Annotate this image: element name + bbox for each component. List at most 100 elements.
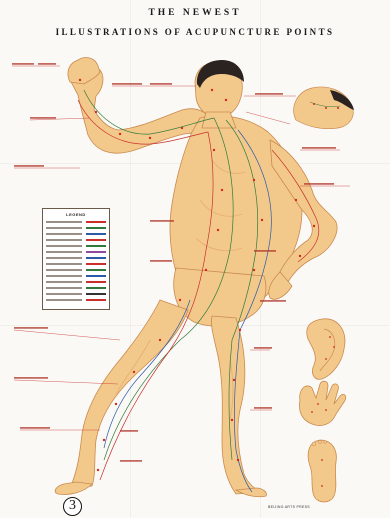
legend-row-label: [46, 269, 82, 271]
acupoint: [221, 189, 223, 191]
front-foot: [55, 482, 92, 495]
acupoint: [79, 79, 81, 81]
point-label: [254, 407, 272, 409]
legend-row: [46, 257, 108, 261]
legend-swatch: [86, 269, 106, 271]
acupoint: [95, 111, 97, 113]
point-label: [150, 83, 172, 85]
legend-swatch: [86, 227, 106, 229]
point-label: [30, 117, 56, 119]
point-label: [14, 327, 48, 329]
acupoint: [205, 269, 207, 271]
acupoint: [181, 127, 183, 129]
acupoint: [231, 419, 233, 421]
legend-row: [46, 227, 108, 231]
legend-row: [46, 293, 108, 297]
legend-row: [46, 239, 108, 243]
inset-head: [294, 87, 354, 129]
legend-swatch: [86, 233, 106, 235]
legend-row: [46, 233, 108, 237]
acupoint: [159, 339, 161, 341]
legend-row-label: [46, 263, 82, 265]
acupoint: [239, 329, 241, 331]
point-label: [120, 460, 142, 462]
legend-swatch: [86, 293, 106, 295]
front-leg: [70, 300, 188, 488]
legend-swatch: [86, 221, 106, 223]
legend-row: [46, 251, 108, 255]
point-label: [302, 147, 336, 149]
inset-ear: [307, 319, 345, 380]
legend-row-label: [46, 293, 82, 295]
point-label: [150, 260, 172, 262]
acupoint: [149, 137, 151, 139]
legend-row-label: [46, 281, 82, 283]
acupoint: [97, 469, 99, 471]
point-label: [304, 183, 334, 185]
legend-swatch: [86, 245, 106, 247]
acupoint: [119, 133, 121, 135]
acupoint: [217, 229, 219, 231]
acupoint: [295, 199, 297, 201]
legend-swatch: [86, 287, 106, 289]
acupoint: [261, 219, 263, 221]
legend-swatch: [86, 251, 106, 253]
legend-row: [46, 221, 108, 225]
legend-row: [46, 275, 108, 279]
publisher-label: BEIJING ARTS PRESS: [268, 505, 310, 509]
legend-box: LEGEND: [42, 208, 110, 310]
legend-row-label: [46, 299, 82, 301]
point-label: [260, 300, 286, 302]
legend-row: [46, 299, 108, 303]
point-label: [112, 83, 142, 85]
plate-number-badge: 3: [63, 497, 82, 516]
legend-row: [46, 245, 108, 249]
legend-row-label: [46, 275, 82, 277]
legend-swatch: [86, 299, 106, 301]
acupoint: [313, 225, 315, 227]
legend-row-label: [46, 233, 82, 235]
point-label: [120, 430, 138, 432]
legend-swatch: [86, 263, 106, 265]
point-label: [20, 427, 50, 429]
back-leg: [211, 316, 262, 494]
point-label: [150, 220, 174, 222]
legend-row-label: [46, 251, 82, 253]
inset-hand: [300, 381, 346, 425]
legend-row-label: [46, 221, 82, 223]
legend-row-label: [46, 239, 82, 241]
acupoint: [237, 459, 239, 461]
legend-row-label: [46, 245, 82, 247]
legend-swatch: [86, 275, 106, 277]
acupoint: [299, 255, 301, 257]
legend-title: LEGEND: [43, 212, 109, 217]
acupoint: [211, 89, 213, 91]
acupoint: [233, 379, 235, 381]
point-label: [14, 377, 48, 379]
point-label: [254, 250, 276, 252]
legend-row: [46, 263, 108, 267]
legend-row-label: [46, 287, 82, 289]
legend-row-label: [46, 257, 82, 259]
legend-swatch: [86, 257, 106, 259]
acupoint: [213, 149, 215, 151]
point-label: [14, 165, 44, 167]
legend-row: [46, 287, 108, 291]
acupoint: [253, 269, 255, 271]
acupoint: [253, 179, 255, 181]
acupoint: [225, 99, 227, 101]
legend-swatch: [86, 281, 106, 283]
point-label: [12, 63, 34, 65]
legend-row: [46, 269, 108, 273]
point-label: [255, 93, 283, 95]
inset-foot: [308, 440, 336, 502]
acupoint: [179, 299, 181, 301]
acupoint: [115, 403, 117, 405]
point-label: [254, 347, 272, 349]
acupoint: [133, 371, 135, 373]
legend-row: [46, 281, 108, 285]
legend-swatch: [86, 239, 106, 241]
point-label: [38, 63, 56, 65]
legend-row-label: [46, 227, 82, 229]
